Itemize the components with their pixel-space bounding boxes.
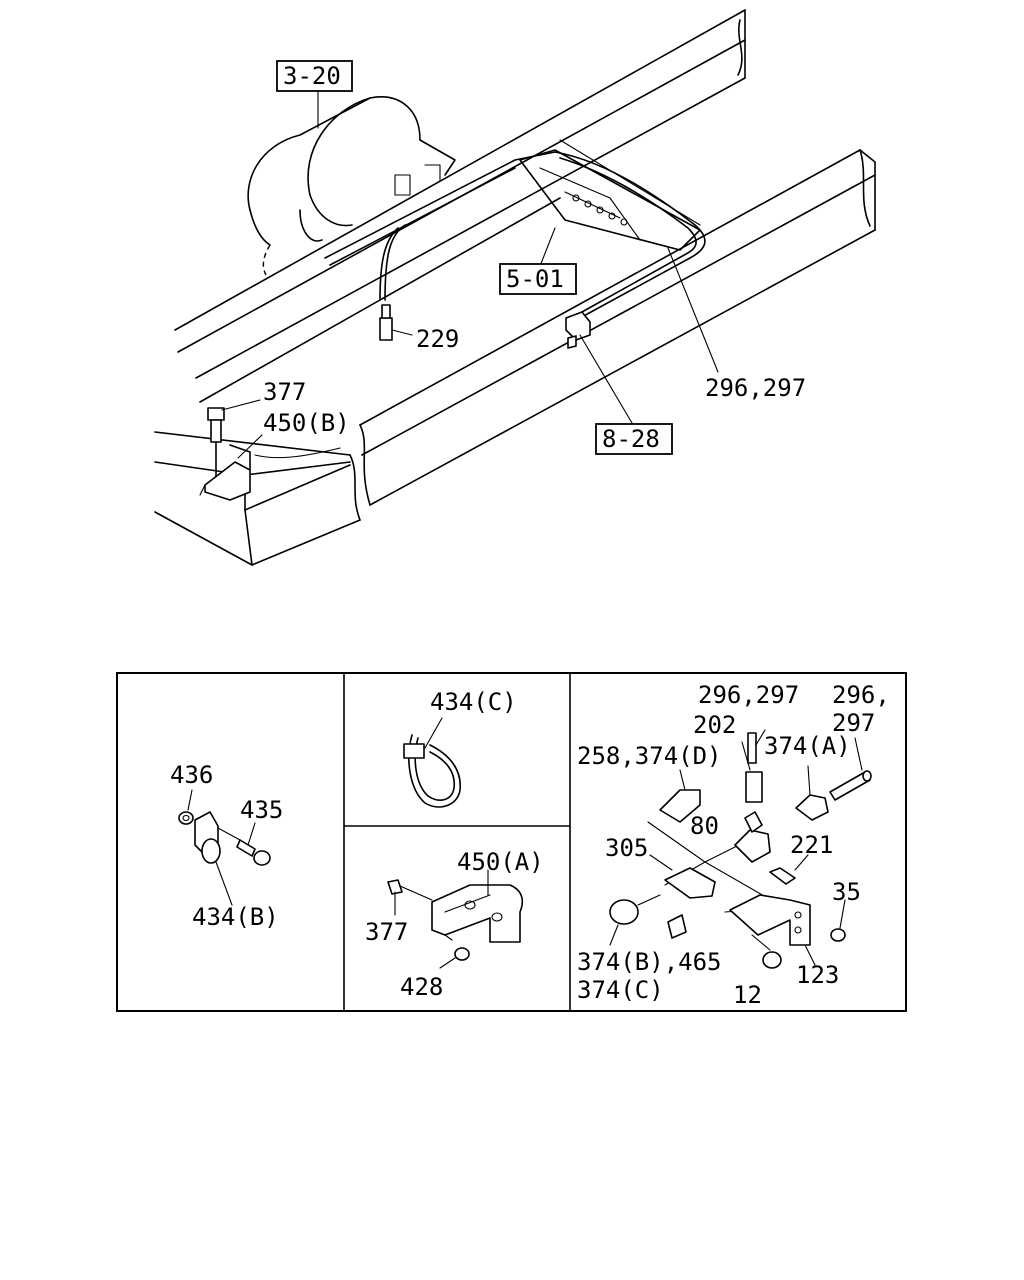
- leader-lines-top: [221, 89, 719, 459]
- part-label-80: 80: [690, 812, 719, 840]
- part-label-258-374d: 258,374(D): [577, 742, 722, 770]
- part-label-374b-465: 374(B),465: [577, 948, 722, 976]
- part-label-450a: 450(A): [457, 848, 544, 876]
- part-label-374c: 374(C): [577, 976, 664, 1004]
- ref-8-28-label: 8-28: [602, 425, 660, 453]
- part-label-12: 12: [733, 981, 762, 1009]
- part-label-436: 436: [170, 761, 213, 789]
- panel-bracket-450a: 450(A) 377 428: [365, 848, 544, 1001]
- part-label-434b: 434(B): [192, 903, 279, 931]
- ref-box-8-28: [595, 423, 673, 455]
- part-label-221: 221: [790, 831, 833, 859]
- panel-fittings: 296,297 296, 297 202 258,374(D) 374(A) 8…: [577, 681, 890, 1009]
- part-label-123: 123: [796, 961, 839, 989]
- part-label-296-297: 296,297: [705, 374, 806, 402]
- detail-table: [116, 672, 907, 1012]
- part-label-435: 435: [240, 796, 283, 824]
- ref-box-5-01: [499, 263, 577, 295]
- panel-band-434c: 434(C): [403, 688, 517, 808]
- part-label-377: 377: [263, 378, 306, 406]
- part-label-374a: 374(A): [764, 732, 851, 760]
- part-label-305: 305: [605, 834, 648, 862]
- part-label-35: 35: [832, 878, 861, 906]
- part-label-229: 229: [416, 325, 459, 353]
- part-label-202: 202: [693, 711, 736, 739]
- part-label-434c: 434(C): [430, 688, 517, 716]
- panel-clip-434b: 436 435 434(B): [170, 761, 283, 931]
- ref-5-01-label: 5-01: [506, 265, 564, 293]
- part-label-297-detail: 297: [832, 709, 875, 737]
- part-label-428: 428: [400, 973, 443, 1001]
- part-label-296-297-detail: 296,297: [698, 681, 799, 709]
- part-label-450b: 450(B): [263, 409, 350, 437]
- ref-3-20-label: 3-20: [283, 62, 341, 90]
- part-label-296-detail: 296,: [832, 681, 890, 709]
- part-label-377-detail: 377: [365, 918, 408, 946]
- ref-box-3-20: [276, 60, 353, 92]
